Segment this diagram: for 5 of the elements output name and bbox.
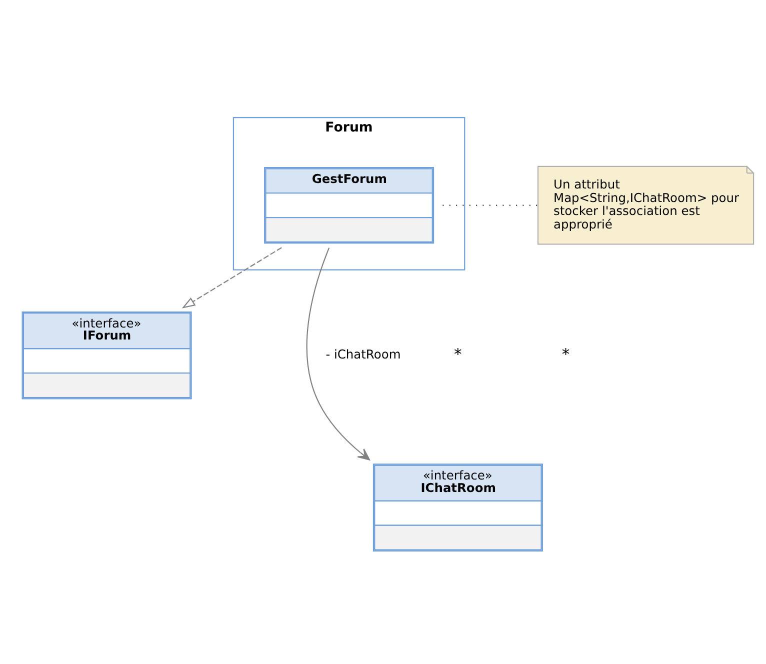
label: * [561, 345, 570, 364]
label: * [454, 345, 462, 364]
edge-label: - iChatRoom [325, 347, 400, 362]
arrow [306, 248, 370, 460]
arrow [181, 247, 282, 308]
